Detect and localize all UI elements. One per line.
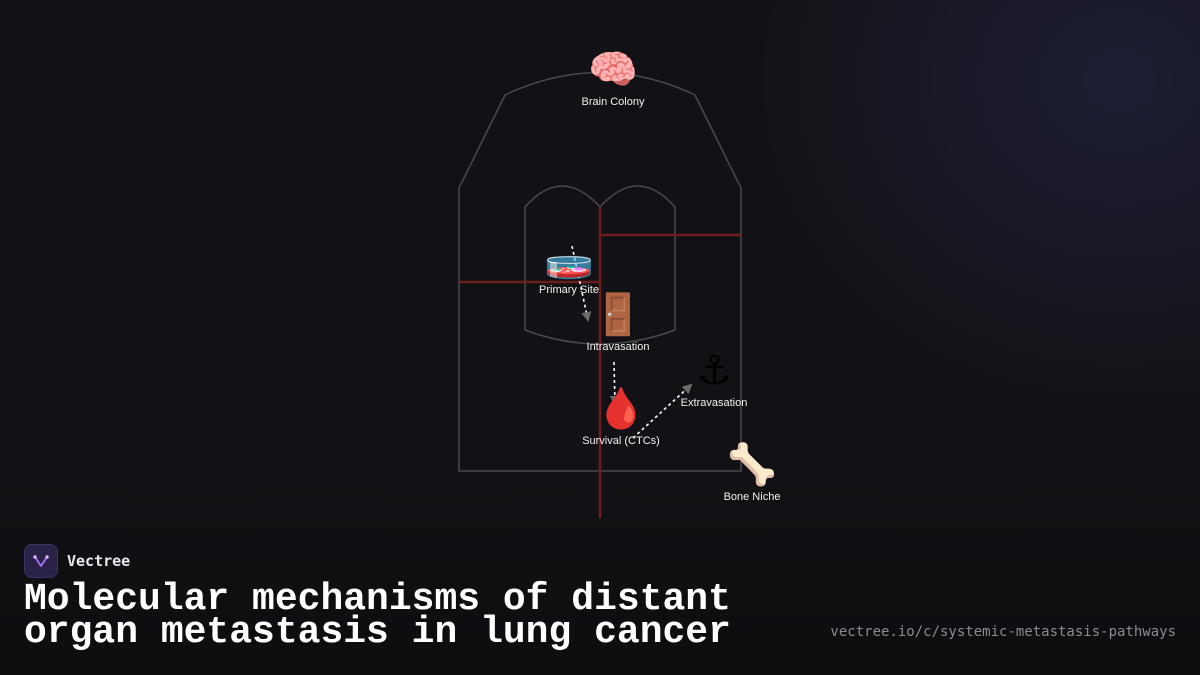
node-brain-colony: 🧠 Brain Colony — [582, 48, 645, 108]
pathway-arrows — [571, 245, 693, 439]
node-intravasation: 🚪 Intravasation — [587, 293, 650, 353]
blood-drop-icon: 🩸 — [596, 386, 646, 432]
anchor-icon: ⚓ — [696, 348, 732, 394]
arrow-primary-to-intravasation — [571, 245, 592, 322]
node-label: Extravasation — [680, 397, 748, 409]
node-bone-niche: 🦴 Bone Niche — [724, 443, 781, 503]
source-url: vectree.io/c/systemic-metastasis-pathway… — [830, 624, 1176, 640]
brain-icon: 🧠 — [588, 47, 638, 93]
blood-vessels — [459, 207, 741, 518]
brand-name: Vectree — [67, 552, 131, 570]
node-primary-site: 🧫 Primary Site — [539, 236, 599, 296]
vectree-logo-icon — [24, 544, 58, 578]
node-label: Survival (CTCs) — [582, 435, 660, 447]
brand: Vectree — [24, 544, 130, 578]
page-title: Molecular mechanisms of distant organ me… — [24, 578, 731, 654]
door-icon: 🚪 — [593, 292, 643, 338]
node-label: Primary Site — [539, 284, 599, 296]
body-silhouette — [458, 71, 742, 472]
arrow-survival-to-extravasation — [632, 383, 693, 439]
node-label: Brain Colony — [581, 96, 645, 108]
arrow-intravasation-to-survival — [609, 361, 620, 406]
petri-dish-icon: 🧫 — [544, 235, 594, 281]
node-survival-ctcs: 🩸 Survival (CTCs) — [582, 387, 660, 447]
lungs-outline — [524, 185, 676, 345]
bone-icon: 🦴 — [727, 442, 777, 488]
node-extravasation: ⚓ Extravasation — [681, 349, 748, 409]
node-label: Intravasation — [586, 341, 650, 353]
node-label: Bone Niche — [723, 491, 781, 503]
